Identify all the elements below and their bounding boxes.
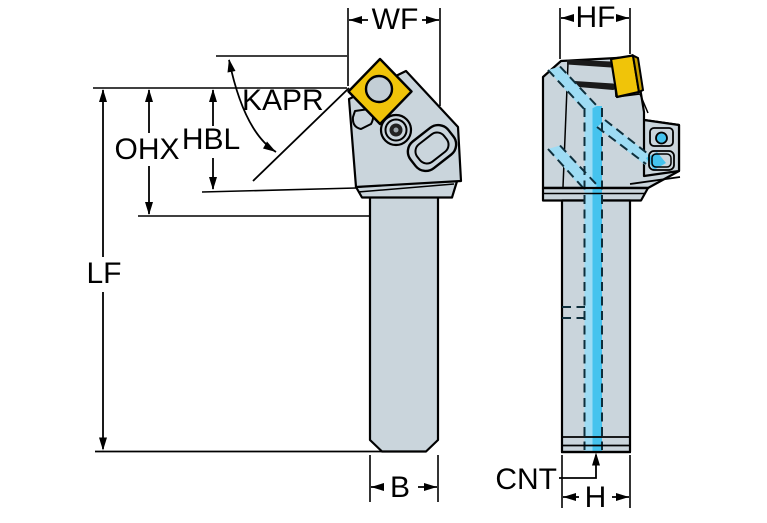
coolant-dash xyxy=(559,65,598,107)
top-screw-slot-1 xyxy=(567,59,621,68)
front-view xyxy=(347,57,463,453)
front-shank xyxy=(368,195,440,453)
coolant-dash xyxy=(596,126,647,165)
insert-side-facet xyxy=(631,53,645,94)
dimension-h: H xyxy=(561,455,631,514)
clamp-screw xyxy=(379,113,413,147)
dimension-ohx: OHX xyxy=(114,89,369,217)
dimension-label-lf: LF xyxy=(86,257,121,290)
dimension-label-ohx: OHX xyxy=(114,133,179,166)
dimension-hf: HF xyxy=(559,1,631,59)
dimension-wf: WF xyxy=(347,3,441,106)
coolant-branch-upper xyxy=(548,66,597,112)
insert-hole xyxy=(364,74,394,104)
dimension-kapr: KAPR xyxy=(216,55,350,182)
coolant-dash xyxy=(547,69,587,112)
coolant-stem-bright xyxy=(592,106,602,451)
coolant-dash xyxy=(604,119,653,158)
dimension-lf: LF xyxy=(86,89,426,453)
cnt-leader-line xyxy=(559,455,597,479)
clamp-lever xyxy=(406,123,458,173)
dimension-label-b: B xyxy=(390,471,410,504)
dimension-label-hf: HF xyxy=(576,1,616,34)
coolant-branch-lower xyxy=(548,145,597,192)
clamp-box-details xyxy=(648,127,675,171)
dimension-label-hbl: HBL xyxy=(182,123,240,156)
annotation-cnt: CNT xyxy=(495,452,600,496)
side-view xyxy=(541,53,681,454)
pocket-line-3 xyxy=(639,93,649,114)
dimension-label-wf: WF xyxy=(372,3,419,36)
top-screw-slot-2 xyxy=(567,80,623,90)
coolant-channels xyxy=(547,65,666,451)
annotation-label-cnt: CNT xyxy=(495,463,557,496)
dimension-label-h: H xyxy=(585,481,607,514)
kapr-edge-line xyxy=(252,87,350,182)
dimension-hbl: HBL xyxy=(93,87,357,193)
dimension-label-kapr: KAPR xyxy=(242,84,324,117)
head-bottom-right-line xyxy=(629,176,681,185)
coolant-branch-clamp xyxy=(597,120,652,165)
coolant-dash xyxy=(547,148,587,192)
coolant-patch-clamp xyxy=(646,152,666,170)
front-neck-band-line xyxy=(357,183,455,193)
coolant-outlet-dot xyxy=(655,131,668,145)
coolant-dash xyxy=(559,144,598,186)
dimension-b: B xyxy=(369,455,439,504)
